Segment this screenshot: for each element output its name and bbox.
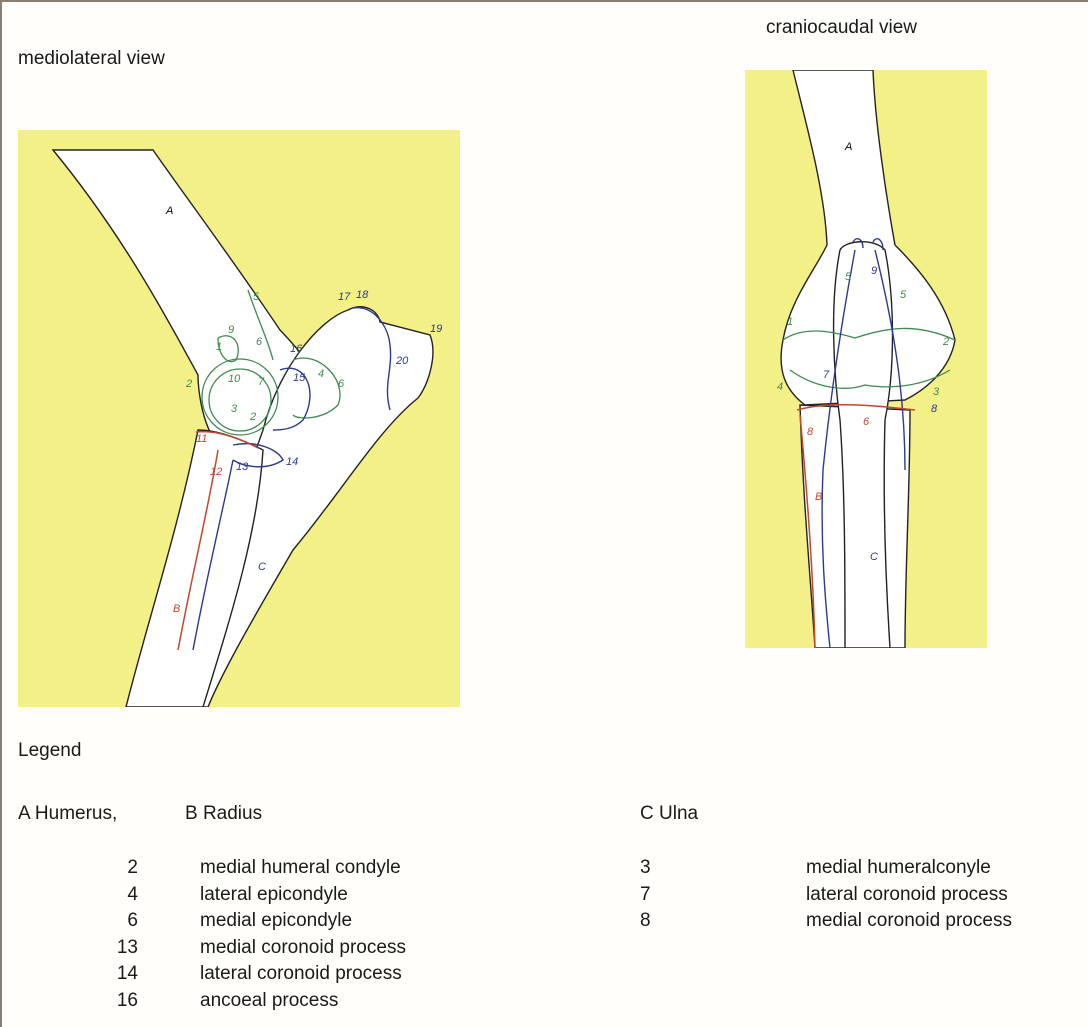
cc-label-1: 1 xyxy=(787,316,793,328)
legend-right-item-num: 3 xyxy=(640,857,680,879)
label-2b: 2 xyxy=(249,411,256,423)
legend-left-item-label: medial humeral condyle xyxy=(200,857,401,879)
cc-label-3: 3 xyxy=(933,386,940,398)
legend-header-humerus: A Humerus, xyxy=(18,803,117,825)
label-12: 12 xyxy=(210,466,222,478)
cc-label-7: 7 xyxy=(823,369,830,381)
label-5: 5 xyxy=(253,291,260,303)
label-1: 1 xyxy=(216,341,222,353)
legend-right-item-label: lateral coronoid process xyxy=(806,884,1008,906)
label-15: 15 xyxy=(293,372,306,384)
craniocaudal-svg: A B C 1 2 3 4 5 6 7 8 8 9 5 xyxy=(745,70,987,648)
cc-label-8b: 8 xyxy=(931,403,938,415)
cc-label-B: B xyxy=(815,491,822,503)
label-14: 14 xyxy=(286,456,298,468)
legend-left-item-label: medial coronoid process xyxy=(200,937,406,959)
label-18: 18 xyxy=(356,289,369,301)
legend-right-item-num: 7 xyxy=(640,884,680,906)
cc-label-6: 6 xyxy=(863,416,870,428)
label-B: B xyxy=(173,603,180,615)
cc-label-A: A xyxy=(844,141,852,153)
legend-right-item-label: medial coronoid process xyxy=(806,910,1012,932)
legend-title: Legend xyxy=(18,740,81,762)
craniocaudal-view-title: craniocaudal view xyxy=(766,17,917,39)
legend-left-item-label: ancoeal process xyxy=(200,990,338,1012)
legend-right-item-label: medial humeralconyle xyxy=(806,857,991,879)
mediolateral-view-title: mediolateral view xyxy=(18,48,165,70)
legend-left-item-num: 2 xyxy=(98,857,138,879)
label-4: 4 xyxy=(318,368,324,380)
label-20: 20 xyxy=(395,355,409,367)
cc-label-8: 8 xyxy=(807,426,814,438)
label-9: 9 xyxy=(228,324,234,336)
mediolateral-diagram: A B C 1 2 3 2 5 6 7 9 10 11 12 13 14 15 … xyxy=(18,130,460,707)
cc-label-2: 2 xyxy=(942,336,949,348)
label-7: 7 xyxy=(258,376,265,388)
label-6b: 6 xyxy=(338,378,345,390)
legend-right-item-num: 8 xyxy=(640,910,680,932)
mediolateral-svg: A B C 1 2 3 2 5 6 7 9 10 11 12 13 14 15 … xyxy=(18,130,460,707)
legend-left-item-label: medial epicondyle xyxy=(200,910,352,932)
cc-label-4: 4 xyxy=(777,381,783,393)
legend-left-item-label: lateral coronoid process xyxy=(200,963,402,985)
cc-label-5: 5 xyxy=(900,289,907,301)
label-16: 16 xyxy=(290,343,303,355)
legend-header-radius: B Radius xyxy=(185,803,262,825)
legend-left-item-num: 16 xyxy=(98,990,138,1012)
label-3: 3 xyxy=(231,403,238,415)
cc-label-C: C xyxy=(870,551,878,563)
legend-left-item-num: 6 xyxy=(98,910,138,932)
label-13: 13 xyxy=(236,461,249,473)
label-C: C xyxy=(258,561,266,573)
label-19: 19 xyxy=(430,323,442,335)
craniocaudal-diagram: A B C 1 2 3 4 5 6 7 8 8 9 5 xyxy=(745,70,987,648)
legend-left-item-num: 4 xyxy=(98,884,138,906)
legend-left-item-num: 14 xyxy=(98,963,138,985)
label-11: 11 xyxy=(196,433,207,445)
label-17: 17 xyxy=(338,291,351,303)
label-10: 10 xyxy=(228,373,241,385)
cc-label-5b: 5 xyxy=(845,271,852,283)
legend-left-item-label: lateral epicondyle xyxy=(200,884,348,906)
legend-left-item-num: 13 xyxy=(98,937,138,959)
label-A: A xyxy=(165,205,173,217)
label-2: 2 xyxy=(185,378,192,390)
cc-label-9: 9 xyxy=(871,265,877,277)
label-6: 6 xyxy=(256,336,263,348)
legend-header-ulna: C Ulna xyxy=(640,803,698,825)
